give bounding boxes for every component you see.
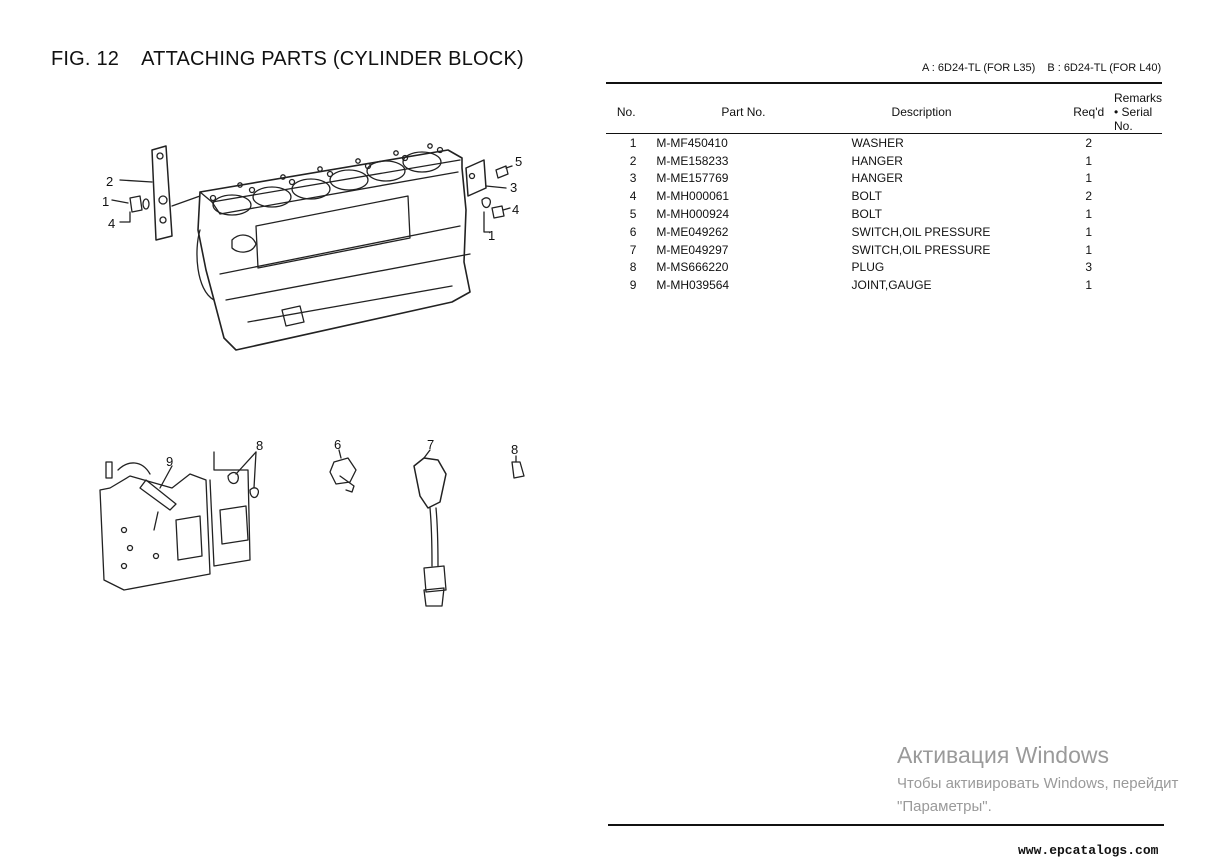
cell-part-no: M-MH000924 bbox=[656, 207, 730, 222]
cell-remarks bbox=[1114, 152, 1162, 170]
cell-remarks bbox=[1114, 276, 1162, 294]
watermark-line-2: Чтобы активировать Windows, перейдит bbox=[897, 775, 1179, 792]
oil-pressure-switch-7-illustration bbox=[413, 449, 447, 607]
windows-activation-watermark: Активация Windows Чтобы активировать Win… bbox=[897, 742, 1178, 815]
table-row: 6 M-ME049262 SWITCH,OIL PRESSURE 1 bbox=[606, 223, 1162, 241]
table-row: 3 M-ME157769 HANGER 1 bbox=[606, 170, 1162, 188]
callout-2: 2 bbox=[106, 174, 113, 189]
cell-part-no: M-ME158233 bbox=[656, 153, 729, 168]
cell-no: 9 bbox=[629, 278, 637, 293]
cell-no: 6 bbox=[629, 224, 637, 239]
cylinder-block-illustration bbox=[196, 143, 471, 351]
col-header-remarks: Remarks • Serial No. bbox=[1113, 91, 1162, 134]
col-header-description: Description bbox=[851, 91, 1064, 134]
model-b-label: B : 6D24-TL (FOR L40) bbox=[1047, 62, 1162, 74]
cell-no: 3 bbox=[629, 171, 637, 186]
cell-no: 7 bbox=[629, 242, 637, 257]
callout-7: 7 bbox=[427, 437, 434, 452]
footer-rule bbox=[608, 824, 1164, 826]
cell-part-no: M-ME049297 bbox=[656, 242, 729, 257]
parts-diagram: 2 1 4 5 3 4 1 9 8 6 7 8 bbox=[99, 143, 525, 607]
callout-9: 9 bbox=[166, 454, 173, 469]
watermark-title: Активация Windows bbox=[897, 742, 1109, 768]
callout-3: 3 bbox=[510, 180, 517, 195]
figure-title: FIG. 12 ATTACHING PARTS (CYLINDER BLOCK) bbox=[51, 48, 524, 71]
cell-part-no: M-ME049262 bbox=[656, 224, 729, 239]
cell-reqd: 1 bbox=[1085, 153, 1093, 168]
cell-description: BOLT bbox=[851, 207, 882, 222]
table-row: 5 M-MH000924 BOLT 1 bbox=[606, 205, 1162, 223]
cell-reqd: 2 bbox=[1085, 189, 1093, 204]
col-header-no: No. bbox=[606, 91, 647, 134]
cell-remarks bbox=[1114, 205, 1162, 223]
model-legend: A : 6D24-TL (FOR L35) B : 6D24-TL (FOR L4… bbox=[922, 62, 1161, 74]
cell-no: 2 bbox=[629, 153, 637, 168]
cell-reqd: 3 bbox=[1085, 260, 1093, 275]
cell-reqd: 1 bbox=[1085, 224, 1093, 239]
oil-pressure-switch-6-illustration bbox=[329, 449, 357, 493]
callout-8-right: 8 bbox=[511, 442, 518, 457]
cell-part-no: M-MH000061 bbox=[656, 189, 730, 204]
callout-8-left: 8 bbox=[256, 438, 263, 453]
table-row: 7 M-ME049297 SWITCH,OIL PRESSURE 1 bbox=[606, 241, 1162, 259]
cell-description: SWITCH,OIL PRESSURE bbox=[851, 242, 991, 257]
site-url: www.epcatalogs.com bbox=[1018, 843, 1159, 858]
col-header-reqd: Req'd bbox=[1063, 91, 1114, 134]
plug-8-illustration bbox=[511, 455, 525, 479]
hanger-left-illustration bbox=[119, 145, 173, 241]
cell-no: 5 bbox=[629, 207, 637, 222]
table-row: 2 M-ME158233 HANGER 1 bbox=[606, 152, 1162, 170]
cell-part-no: M-ME157769 bbox=[656, 171, 729, 186]
callout-4-right: 4 bbox=[512, 202, 519, 217]
cell-no: 8 bbox=[629, 260, 637, 275]
cell-description: JOINT,GAUGE bbox=[851, 278, 932, 293]
cell-reqd: 1 bbox=[1085, 171, 1093, 186]
model-a-label: A : 6D24-TL (FOR L35) bbox=[922, 62, 1036, 74]
cell-remarks bbox=[1114, 187, 1162, 205]
watermark-line-3: "Параметры". bbox=[897, 798, 992, 815]
figure-caption: ATTACHING PARTS (CYLINDER BLOCK) bbox=[141, 48, 524, 70]
header-rule bbox=[606, 82, 1162, 84]
callout-1-left: 1 bbox=[102, 194, 109, 209]
callout-5: 5 bbox=[515, 154, 522, 169]
cell-part-no: M-MS666220 bbox=[656, 260, 729, 275]
cell-reqd: 2 bbox=[1085, 135, 1093, 150]
cell-part-no: M-MF450410 bbox=[656, 135, 728, 150]
table-row: 1 M-MF450410 WASHER 2 bbox=[606, 134, 1162, 152]
cell-reqd: 1 bbox=[1085, 278, 1093, 293]
bolt-washer-left-illustration bbox=[111, 195, 201, 223]
cell-remarks bbox=[1114, 259, 1162, 277]
parts-table: No. Part No. Description Req'd Remarks •… bbox=[606, 91, 1162, 294]
cell-no: 4 bbox=[629, 189, 637, 204]
table-row: 4 M-MH000061 BOLT 2 bbox=[606, 187, 1162, 205]
cell-description: HANGER bbox=[851, 153, 903, 168]
table-row: 9 M-MH039564 JOINT,GAUGE 1 bbox=[606, 276, 1162, 294]
callout-4-left: 4 bbox=[108, 216, 115, 231]
cell-description: PLUG bbox=[851, 260, 885, 275]
cell-description: WASHER bbox=[851, 135, 904, 150]
callout-labels: 2 1 4 5 3 4 1 9 8 6 7 8 bbox=[102, 154, 522, 469]
col-header-part-no: Part No. bbox=[646, 91, 852, 134]
cell-remarks bbox=[1114, 170, 1162, 188]
hanger-right-illustration bbox=[465, 159, 513, 233]
callout-6: 6 bbox=[334, 437, 341, 452]
cell-remarks bbox=[1114, 134, 1162, 152]
table-header-row: No. Part No. Description Req'd Remarks •… bbox=[606, 91, 1162, 134]
cell-reqd: 1 bbox=[1085, 242, 1093, 257]
cell-no: 1 bbox=[629, 135, 637, 150]
block-detail-illustration bbox=[99, 451, 260, 591]
cell-remarks bbox=[1114, 223, 1162, 241]
cell-description: BOLT bbox=[851, 189, 882, 204]
cell-reqd: 1 bbox=[1085, 207, 1093, 222]
cell-remarks bbox=[1114, 241, 1162, 259]
cell-description: SWITCH,OIL PRESSURE bbox=[851, 224, 991, 239]
callout-1-right: 1 bbox=[488, 228, 495, 243]
table-row: 8 M-MS666220 PLUG 3 bbox=[606, 259, 1162, 277]
cell-description: HANGER bbox=[851, 171, 903, 186]
cell-part-no: M-MH039564 bbox=[656, 278, 730, 293]
figure-number: FIG. 12 bbox=[51, 48, 120, 70]
